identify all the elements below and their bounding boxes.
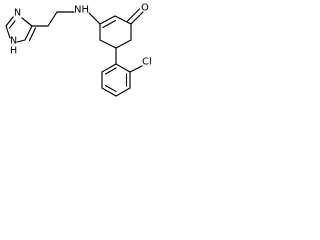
bond-aryl-c6-c1-double xyxy=(104,67,117,75)
bond-aryl-to-cl xyxy=(129,65,143,73)
bond-c2-c1 xyxy=(114,15,132,25)
bond-aryl-c4-c5-double xyxy=(104,84,117,93)
atom-label-imidazole-nh-h: H xyxy=(10,46,17,57)
bond-imidazole-c4-n3 xyxy=(21,17,33,27)
bond-imidazole-c4-c5 xyxy=(24,25,33,41)
bond-imidazole-c4-c5-double xyxy=(28,27,37,42)
bond-ch2-ch2 xyxy=(47,11,58,27)
chemical-structure-diagram: NH O Cl N N H xyxy=(5,3,152,97)
bond-c1-o-double xyxy=(126,8,141,22)
bond-aryl-c6-c1 xyxy=(101,63,117,73)
bond-c6-c5 xyxy=(115,39,132,49)
bond-imidazole-c2-n1 xyxy=(5,25,11,39)
ethyl-linker xyxy=(31,11,75,27)
chlorophenyl-ring xyxy=(101,47,143,97)
bond-nh-to-c3 xyxy=(88,12,101,25)
bond-imidazole-n3-c2 xyxy=(5,16,14,27)
bond-c1-o xyxy=(130,11,144,25)
bond-aryl-c4-c5 xyxy=(101,87,117,97)
bond-imidazole-n1-c5 xyxy=(16,39,26,43)
bond-imidazole-n3-c2-double xyxy=(8,20,16,29)
bond-aryl-c3-c4 xyxy=(115,87,131,97)
atom-label-chloro: Cl xyxy=(142,57,152,68)
atom-label-ketone-oxygen: O xyxy=(141,3,149,14)
bond-c3-c2 xyxy=(99,15,116,25)
atom-label-imidazole-nh-n: N xyxy=(10,36,17,47)
atom-labels: NH O Cl N N H xyxy=(10,3,152,68)
cyclohexenone-ring xyxy=(88,8,144,49)
atom-label-imidazole-n3: N xyxy=(14,8,21,19)
atom-label-nh-amine: NH xyxy=(74,5,89,16)
bond-c5-c4 xyxy=(99,39,117,49)
imidazole-ring xyxy=(5,16,37,43)
bond-aryl-c1-c2 xyxy=(115,63,131,73)
bond-c3-c2-double xyxy=(102,19,117,29)
